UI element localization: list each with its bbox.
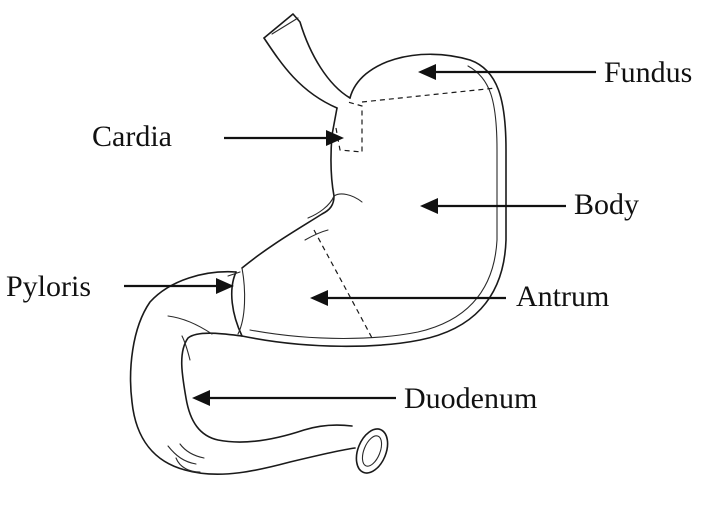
pylorus [228,268,245,336]
esophagus [264,14,350,108]
arrow-cardia [224,130,344,146]
arrow-fundus [418,64,596,80]
arrow-duodenum [192,390,396,406]
antrum-boundary [305,230,372,338]
arrow-pyloris [124,278,234,294]
cardia-region [336,88,496,152]
label-body: Body [574,188,639,221]
duodenum [131,272,394,478]
label-duodenum: Duodenum [404,382,537,415]
stomach-outline [242,54,506,346]
label-antrum: Antrum [516,280,609,313]
label-pyloris: Pyloris [6,270,91,303]
arrow-body [420,198,566,214]
label-fundus: Fundus [604,56,692,89]
label-cardia: Cardia [92,120,172,153]
arrow-antrum [310,290,506,306]
